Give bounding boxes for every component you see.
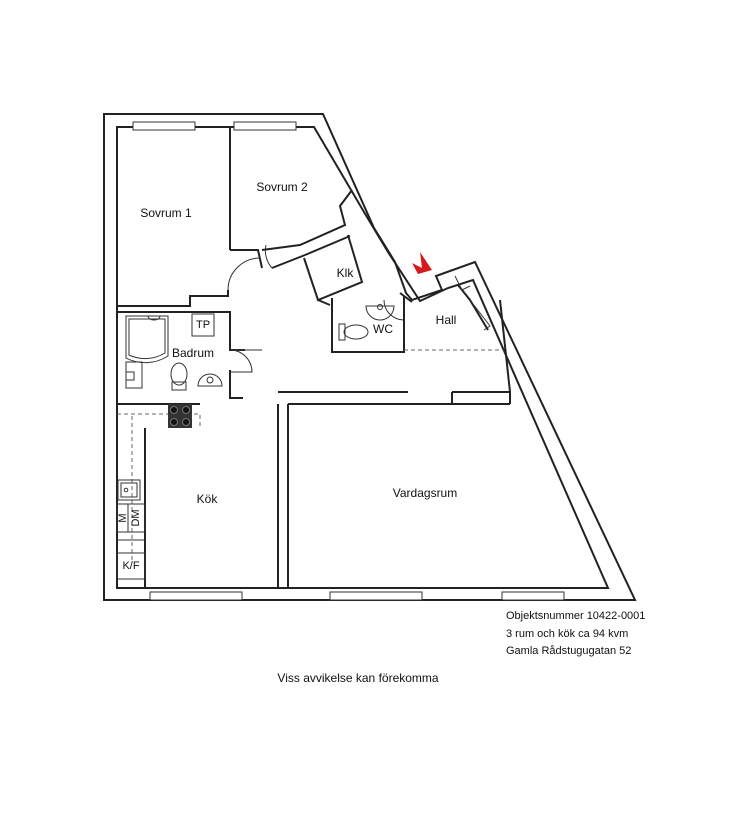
hall-fixtures [454, 275, 491, 331]
room-label-kok: Kök [196, 492, 218, 506]
room-label-vardagsrum: Vardagsrum [392, 486, 458, 500]
tp-box [191, 313, 215, 337]
room-label-hall: Hall [435, 313, 457, 327]
door-sovrum1 [227, 257, 261, 291]
disclaimer-text: Viss avvikelse kan förekomma [277, 671, 439, 685]
room-label-badrum: Badrum [171, 346, 215, 360]
room-label-klk: Klk [336, 266, 354, 280]
badrum-fixtures [125, 313, 223, 391]
sink-wc [365, 305, 395, 321]
window-vardagsrum-2 [501, 591, 565, 601]
sink-kok [117, 479, 141, 501]
fixture-label-tp: TP [195, 319, 211, 331]
toilet-badrum [170, 362, 188, 386]
info-address: Gamla Rådstugugatan 52 [506, 645, 632, 657]
room-label-sovrum1: Sovrum 1 [140, 206, 192, 220]
entrance-arrow-icon [412, 252, 432, 274]
wc-fixtures [338, 304, 395, 341]
fixture-label-dm: DM [130, 509, 142, 527]
interior-walls [117, 127, 511, 589]
fixture-label-kf: K/F [122, 560, 140, 572]
window-sovrum2 [233, 121, 297, 131]
door-badrum [229, 349, 253, 373]
info-objektsnummer: Objektsnummer 10422-0001 [506, 610, 646, 622]
sink-badrum [197, 373, 223, 387]
window-sovrum1 [132, 121, 196, 131]
window-vardagsrum-1 [329, 591, 423, 601]
kf-box [116, 552, 146, 580]
room-label-wc: WC [373, 322, 393, 336]
shower [125, 315, 169, 364]
door-arcs [227, 244, 405, 373]
info-size: 3 rum och kök ca 94 kvm [506, 628, 629, 640]
windows [132, 121, 565, 601]
m-dm-box [116, 503, 146, 533]
kok-fixtures [116, 404, 192, 580]
room-label-sovrum2: Sovrum 2 [256, 180, 308, 194]
window-kok [149, 591, 243, 601]
dashed-boundaries [117, 349, 504, 560]
fixture-label-m: M [117, 513, 129, 523]
toilet-wc [343, 324, 369, 340]
